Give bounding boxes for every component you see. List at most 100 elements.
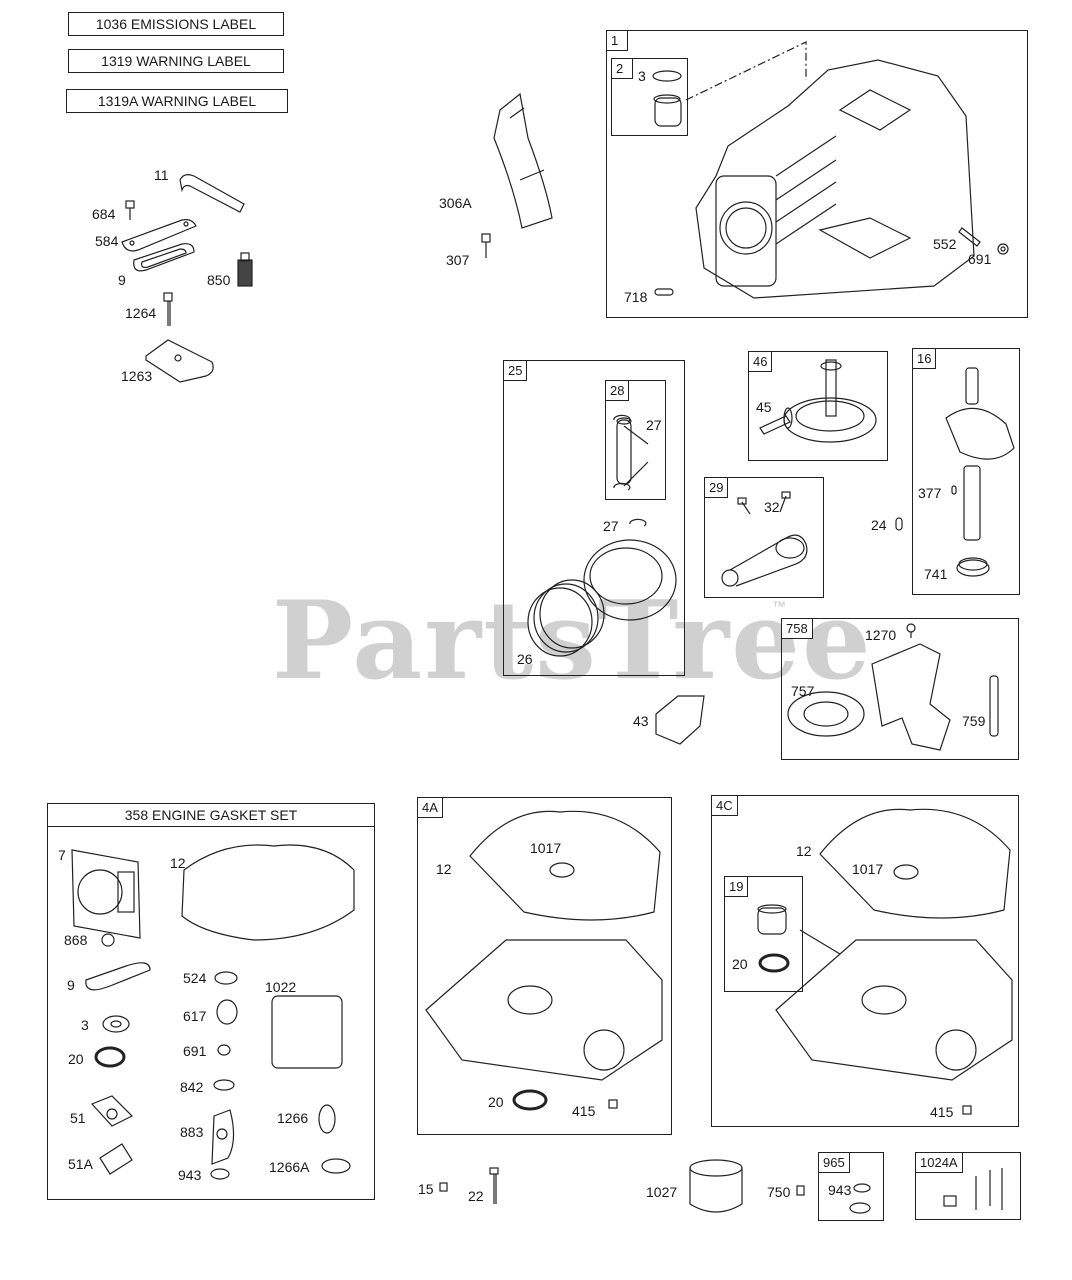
panel-oil-filter-adapter[interactable]: 965 bbox=[818, 1152, 884, 1221]
cam-pin-45-icon bbox=[759, 407, 793, 435]
panel-piston-assembly[interactable]: 25 bbox=[503, 360, 685, 676]
callout-1266a[interactable]: 1266A bbox=[269, 1159, 310, 1175]
callout-306a[interactable]: 306A bbox=[439, 195, 472, 211]
callout-27[interactable]: 27 bbox=[646, 417, 662, 433]
callout-12[interactable]: 12 bbox=[436, 861, 452, 877]
crankshaft-icon bbox=[945, 367, 1015, 541]
callout-22[interactable]: 22 bbox=[468, 1188, 484, 1204]
bushing-icon bbox=[652, 70, 682, 127]
callout-1266[interactable]: 1266 bbox=[277, 1110, 309, 1126]
callout-3[interactable]: 3 bbox=[81, 1017, 89, 1033]
oil-seal-20-c-icon bbox=[758, 953, 790, 973]
callout-552[interactable]: 552 bbox=[933, 236, 957, 252]
retaining-clip-icon bbox=[613, 414, 647, 527]
callout-757[interactable]: 757 bbox=[791, 683, 815, 699]
callout-24[interactable]: 24 bbox=[871, 517, 887, 533]
callout-691[interactable]: 691 bbox=[968, 251, 992, 267]
callout-11[interactable]: 11 bbox=[154, 167, 169, 183]
callout-617[interactable]: 617 bbox=[183, 1008, 207, 1024]
panel-camshaft[interactable]: 46 bbox=[748, 351, 888, 461]
panel-bushing[interactable]: 2 bbox=[611, 58, 688, 136]
sealant-tube-icon bbox=[237, 252, 253, 287]
callout-9[interactable]: 9 bbox=[67, 977, 75, 993]
bolt-1264-icon bbox=[163, 292, 173, 326]
panel-number: 46 bbox=[748, 351, 773, 372]
callout-850[interactable]: 850 bbox=[207, 272, 231, 288]
sump-4a-icon bbox=[425, 939, 663, 1081]
panel-connecting-rod[interactable]: 29 bbox=[704, 477, 824, 598]
callout-26[interactable]: 26 bbox=[517, 651, 533, 667]
panel-governor[interactable]: 758 bbox=[781, 618, 1019, 760]
breather-tube-icon bbox=[179, 174, 245, 213]
callout-524[interactable]: 524 bbox=[183, 970, 207, 986]
panel-gasket-set[interactable]: 358 ENGINE GASKET SET bbox=[47, 803, 375, 1200]
panel-crankshaft[interactable]: 16 bbox=[912, 348, 1020, 595]
callout-12[interactable]: 12 bbox=[796, 843, 812, 859]
callout-1017[interactable]: 1017 bbox=[530, 840, 562, 856]
warning-label-tag[interactable]: 1319 WARNING LABEL bbox=[68, 49, 284, 73]
callout-45[interactable]: 45 bbox=[756, 399, 772, 415]
callout-7[interactable]: 7 bbox=[58, 847, 66, 863]
panel-sump-4a[interactable]: 4A bbox=[417, 797, 672, 1135]
callout-943[interactable]: 943 bbox=[828, 1182, 852, 1198]
warning-label-a-tag[interactable]: 1319A WARNING LABEL bbox=[66, 89, 288, 113]
screw-307-icon bbox=[481, 233, 491, 258]
seal-3-icon bbox=[102, 1015, 130, 1033]
callout-868[interactable]: 868 bbox=[64, 932, 88, 948]
oil-seal-20-icon bbox=[94, 1046, 126, 1068]
crank-gear-741-icon bbox=[956, 557, 990, 577]
panel-bearing-seal[interactable]: 19 bbox=[724, 876, 803, 992]
panel-sump-4c[interactable]: 4C bbox=[711, 795, 1019, 1127]
panel-piston-pin[interactable]: 28 bbox=[605, 380, 666, 500]
callout-51[interactable]: 51 bbox=[70, 1110, 86, 1126]
callout-842[interactable]: 842 bbox=[180, 1079, 204, 1095]
callout-15[interactable]: 15 bbox=[418, 1181, 434, 1197]
callout-1270[interactable]: 1270 bbox=[865, 627, 897, 643]
callout-1027[interactable]: 1027 bbox=[646, 1184, 678, 1200]
callout-691[interactable]: 691 bbox=[183, 1043, 207, 1059]
callout-377[interactable]: 377 bbox=[918, 485, 942, 501]
callout-1017[interactable]: 1017 bbox=[852, 861, 884, 877]
gasket-883-icon bbox=[211, 1109, 235, 1165]
panel-oil-fill-kit[interactable]: 1024A bbox=[915, 1152, 1021, 1220]
camshaft-gear-icon bbox=[783, 359, 877, 443]
governor-bracket-icon bbox=[871, 643, 951, 751]
callout-9[interactable]: 9 bbox=[118, 272, 126, 288]
plug-1017-a-icon bbox=[549, 862, 575, 878]
oring-1266-icon bbox=[318, 1104, 336, 1134]
callout-3[interactable]: 3 bbox=[638, 68, 646, 84]
callout-750[interactable]: 750 bbox=[767, 1184, 791, 1200]
piston-rings-icon bbox=[527, 579, 605, 657]
callout-307[interactable]: 307 bbox=[446, 252, 470, 268]
oring-1266a-icon bbox=[321, 1158, 351, 1174]
callout-415[interactable]: 415 bbox=[572, 1103, 596, 1119]
callout-51a[interactable]: 51A bbox=[68, 1156, 93, 1172]
plug-15-icon bbox=[439, 1182, 448, 1192]
callout-415[interactable]: 415 bbox=[930, 1104, 954, 1120]
callout-1264[interactable]: 1264 bbox=[125, 305, 157, 321]
callout-718[interactable]: 718 bbox=[624, 289, 648, 305]
callout-1022[interactable]: 1022 bbox=[265, 979, 297, 995]
callout-943[interactable]: 943 bbox=[178, 1167, 202, 1183]
panel-cylinder[interactable]: 1 bbox=[606, 30, 1028, 318]
breather-gasket-icon bbox=[133, 243, 195, 272]
callout-12[interactable]: 12 bbox=[170, 855, 186, 871]
callout-20[interactable]: 20 bbox=[732, 956, 748, 972]
callout-43[interactable]: 43 bbox=[633, 713, 649, 729]
callout-759[interactable]: 759 bbox=[962, 713, 986, 729]
oil-filter-1027-icon bbox=[689, 1159, 743, 1213]
callout-883[interactable]: 883 bbox=[180, 1124, 204, 1140]
callout-741[interactable]: 741 bbox=[924, 566, 948, 582]
emissions-label-tag[interactable]: 1036 EMISSIONS LABEL bbox=[68, 12, 284, 36]
callout-20[interactable]: 20 bbox=[488, 1094, 504, 1110]
callout-584[interactable]: 584 bbox=[95, 233, 119, 249]
callout-1263[interactable]: 1263 bbox=[121, 368, 153, 384]
oring-617-icon bbox=[216, 999, 238, 1025]
oil-fill-kit-icon bbox=[943, 1168, 1003, 1210]
callout-32[interactable]: 32 bbox=[764, 499, 780, 515]
callout-20[interactable]: 20 bbox=[68, 1051, 84, 1067]
leader-line bbox=[623, 425, 649, 487]
callout-27[interactable]: 27 bbox=[603, 518, 619, 534]
callout-684[interactable]: 684 bbox=[92, 206, 116, 222]
